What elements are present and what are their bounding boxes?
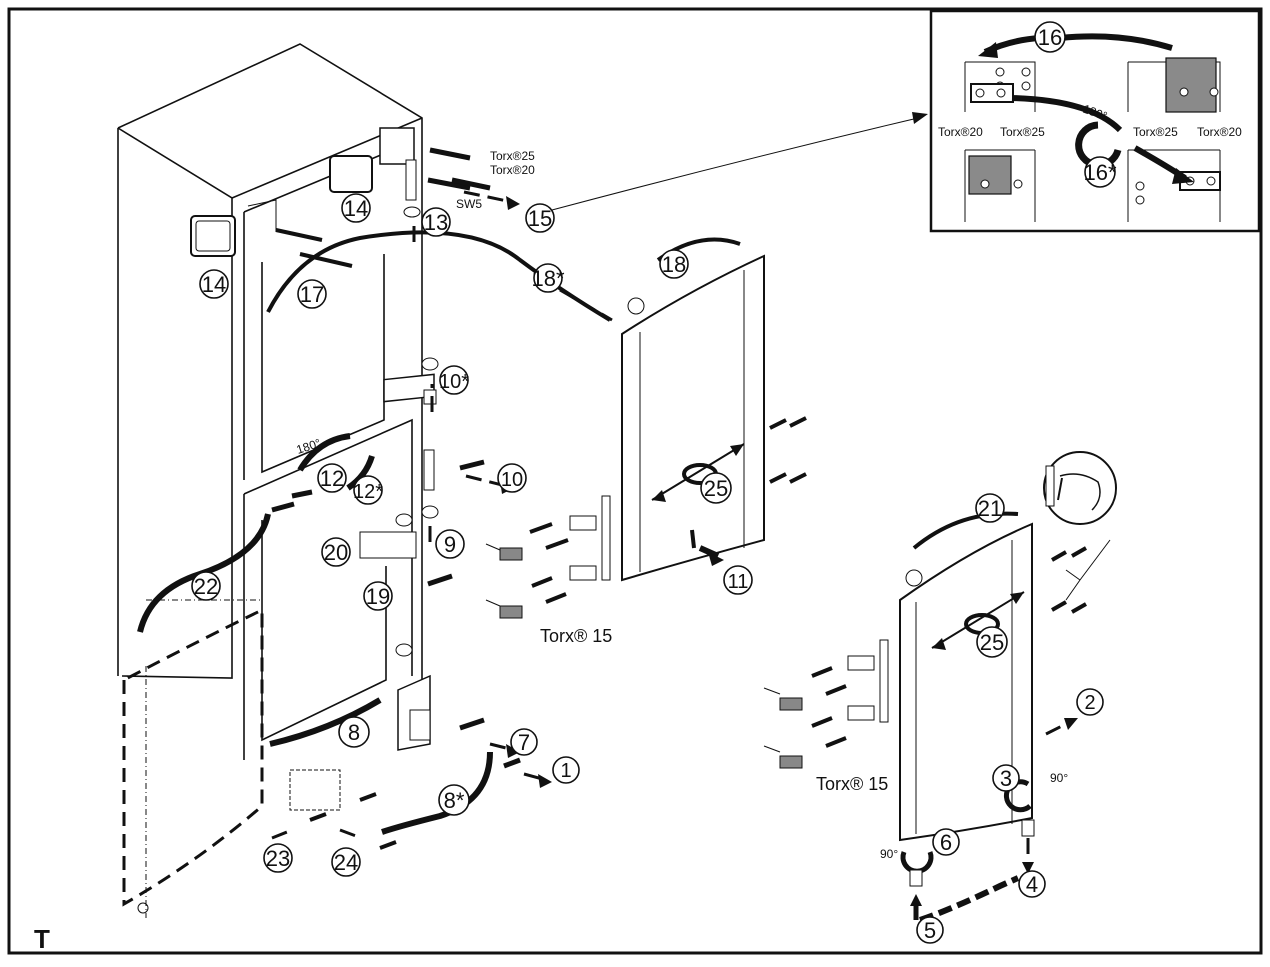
outer-frame — [7, 7, 1263, 955]
callout-10: 10 — [501, 469, 523, 491]
cover-cap-icon — [905, 569, 923, 587]
hand-icon — [1043, 451, 1117, 525]
callout-14-left: 14 — [202, 272, 226, 297]
torx25-label: Torx®25 — [490, 149, 535, 163]
callout-17: 17 — [300, 282, 324, 307]
callout-16-star: 16* — [1083, 160, 1116, 185]
inset-torx25-left: Torx®25 — [1000, 125, 1045, 139]
corner-label: T — [34, 924, 50, 954]
hinge-icon — [271, 357, 485, 657]
fridge-cabinet — [117, 43, 423, 760]
callout-18-star: 18* — [531, 266, 564, 291]
cover-cap-icon — [627, 297, 645, 315]
callout-8-star: 8* — [444, 788, 465, 813]
callout-12-star: 12* — [353, 481, 383, 503]
callout-19: 19 — [366, 584, 390, 609]
callout-15: 15 — [528, 206, 552, 231]
callout-22: 22 — [194, 574, 218, 599]
torx20-label: Torx®20 — [490, 163, 535, 177]
callout-2: 2 — [1084, 692, 1095, 714]
callout-25-middle: 25 — [704, 476, 728, 501]
sw5-label: SW5 — [456, 197, 482, 211]
callout-6: 6 — [940, 830, 952, 855]
torx15-label-middle: Torx® 15 — [540, 626, 612, 646]
callout-4: 4 — [1026, 872, 1038, 897]
callout-12: 12 — [320, 466, 344, 491]
callout-16: 16 — [1038, 25, 1062, 50]
handle-icon — [879, 639, 889, 723]
callout-20: 20 — [324, 540, 348, 565]
cover-cap-icon — [329, 155, 373, 193]
hinge-icon — [289, 674, 521, 850]
callout-23: 23 — [266, 846, 290, 871]
callout-11: 11 — [728, 571, 749, 593]
lower-door-outline — [122, 599, 264, 918]
screw-icon — [779, 546, 1087, 769]
cover-cap-icon — [190, 215, 236, 257]
callout-21: 21 — [978, 496, 1002, 521]
callouts: 1 2 3 4 5 6 7 8 8* 9 10 10* 11 12 12* 13… — [191, 193, 1104, 944]
middle-door — [601, 237, 765, 582]
callout-10-star: 10* — [439, 371, 469, 393]
callout-1: 1 — [560, 760, 571, 782]
handle-icon — [601, 495, 611, 581]
callout-24: 24 — [334, 850, 358, 875]
hinge-detail-inset: 16 16* 180° Torx®20 Torx®25 Torx®25 Torx… — [929, 9, 1261, 233]
inset-torx20-left: Torx®20 — [938, 125, 983, 139]
torx15-label-right: Torx® 15 — [816, 774, 888, 794]
callout-9: 9 — [444, 532, 456, 557]
hinge-icon — [968, 155, 1012, 195]
callout-5: 5 — [924, 918, 936, 943]
callout-3: 3 — [1000, 766, 1012, 791]
screw-icon — [499, 416, 807, 619]
callout-25-right: 25 — [980, 630, 1004, 655]
inset-torx20-right: Torx®20 — [1197, 125, 1242, 139]
right-door — [879, 511, 1033, 842]
screw-icon — [275, 147, 491, 268]
leader-line — [551, 117, 919, 211]
angle-90-left: 90° — [880, 847, 898, 861]
hinge-icon — [1165, 57, 1217, 113]
callout-18: 18 — [662, 252, 686, 277]
callout-13: 13 — [424, 210, 448, 235]
inset-torx25-right: Torx®25 — [1133, 125, 1178, 139]
callout-14-top: 14 — [344, 196, 368, 221]
callout-8: 8 — [348, 720, 360, 745]
callout-7: 7 — [518, 730, 530, 755]
angle-90-right: 90° — [1050, 771, 1068, 785]
